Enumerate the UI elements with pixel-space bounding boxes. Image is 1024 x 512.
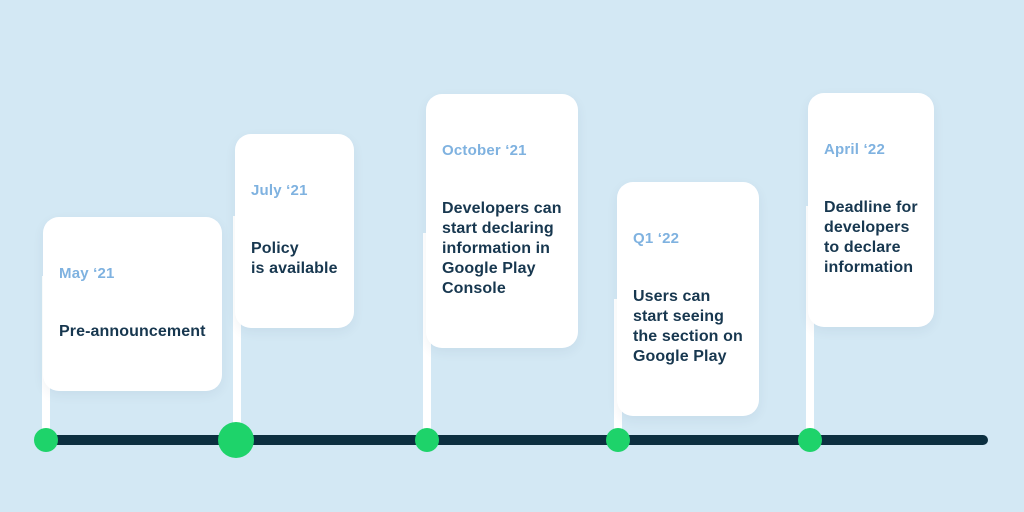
timeline-dot (606, 428, 630, 452)
timeline-dot (218, 422, 254, 458)
milestone-date: Q1 ‘22 (633, 230, 680, 247)
milestone-text: Users can start seeing the section on Go… (633, 288, 743, 365)
milestone-text: Pre-announcement (59, 323, 206, 340)
milestone-date: July ‘21 (251, 182, 308, 199)
connector-stem (806, 206, 814, 440)
milestone-date: October ‘21 (442, 142, 527, 159)
timeline-dot (415, 428, 439, 452)
timeline-axis (42, 435, 988, 445)
timeline-dot (798, 428, 822, 452)
timeline-dot (34, 428, 58, 452)
milestone-card: Q1 ‘22 Users can start seeing the sectio… (617, 182, 759, 416)
milestone-card: October ‘21 Developers can start declari… (426, 94, 578, 348)
milestone-card: July ‘21 Policy is available (235, 134, 354, 328)
connector-stem (233, 216, 241, 440)
milestone-text: Policy is available (251, 240, 338, 277)
milestone-text: Deadline for developers to declare infor… (824, 199, 918, 276)
milestone-date: April ‘22 (824, 141, 885, 158)
milestone-text: Developers can start declaring informati… (442, 200, 562, 297)
milestone-card: May ‘21 Pre-announcement (43, 217, 222, 391)
milestone-card: April ‘22 Deadline for developers to dec… (808, 93, 934, 327)
milestone-date: May ‘21 (59, 265, 115, 282)
